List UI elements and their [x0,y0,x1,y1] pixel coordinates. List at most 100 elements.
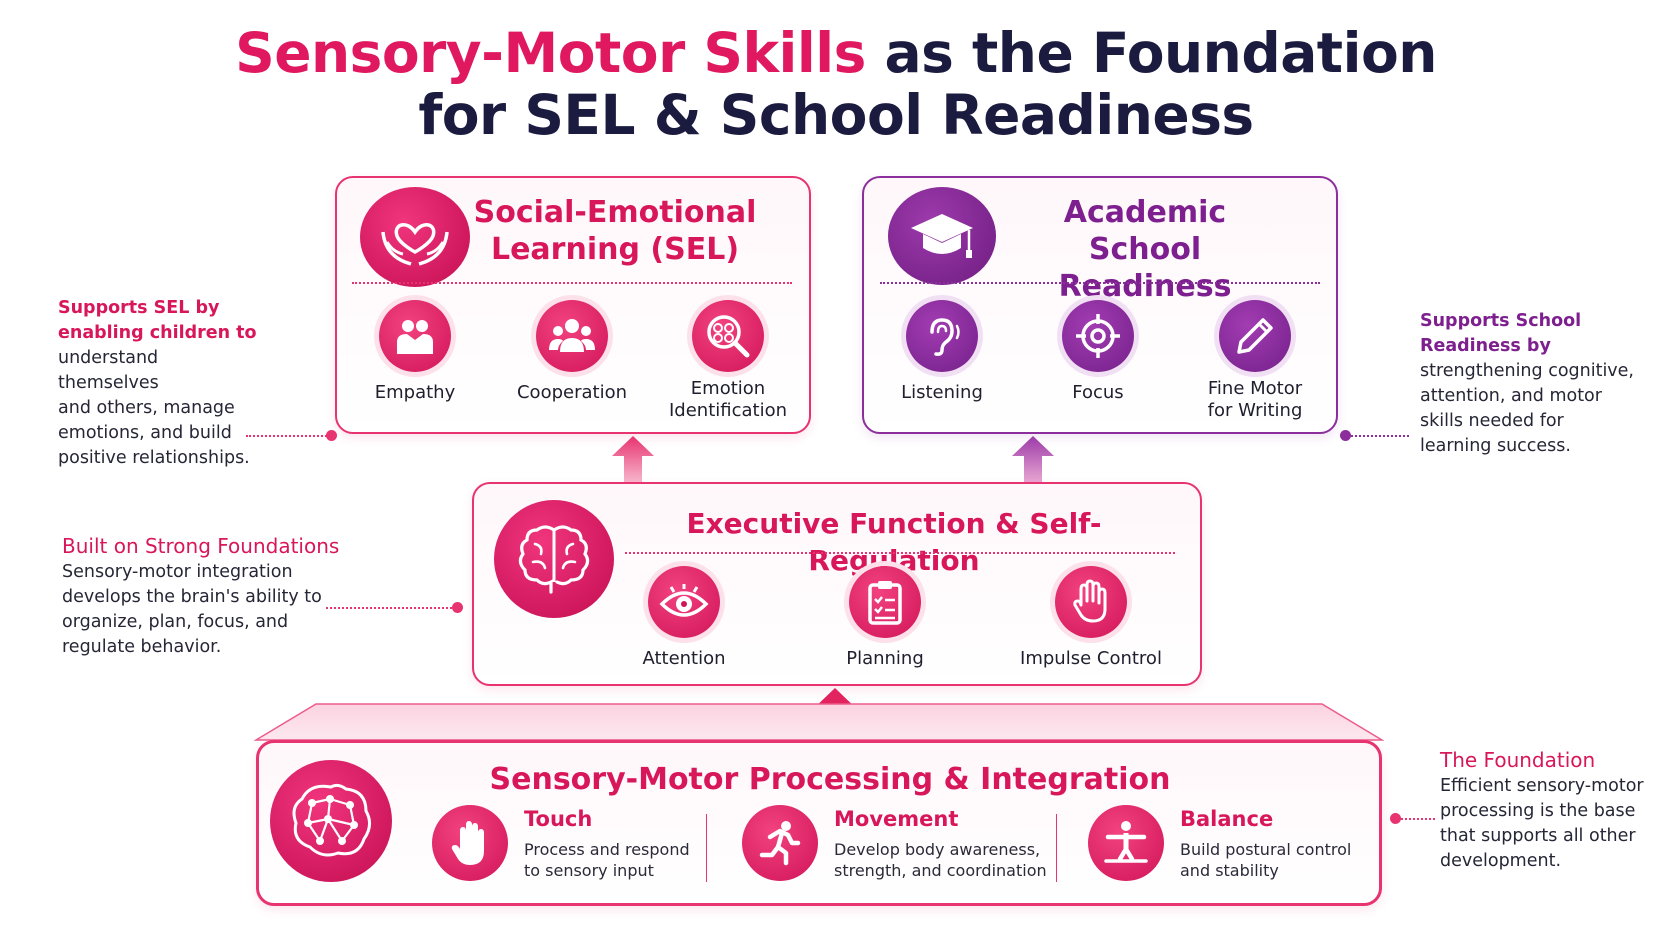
title-rest: as the Foundation [865,21,1437,85]
note-line: strengthening cognitive, [1420,361,1634,381]
note-executive: Built on Strong Foundations Sensory-moto… [62,532,342,660]
skill-empathy: Empathy [335,300,495,404]
stop-hand-icon [1055,566,1127,638]
skill-label: Empathy [374,382,456,403]
note-executive-connector-dot [452,602,463,613]
skill-label: Listening [901,382,983,403]
foundation-item-title: Touch [524,807,593,831]
hand-icon [432,805,508,881]
skill-attention: Attention [604,566,764,670]
foundation-item-desc: Build postural control and stability [1180,839,1351,881]
skill-label: Planning [846,648,924,669]
note-heading: The Foundation [1440,748,1596,772]
foundation-item-desc: Develop body awareness, strength, and co… [834,839,1047,881]
academic-title-line1: Academic [1063,195,1227,230]
note-line: understand themselves [58,348,159,393]
skill-cooperation: Cooperation [492,300,652,404]
note-heading-line1: Supports School [1420,311,1582,331]
note-line: Efficient sensory-motor [1440,776,1644,796]
foundation-top-face [254,703,1384,741]
neural-network-brain-icon [270,760,392,882]
running-person-icon [742,805,818,881]
group-icon [536,300,608,372]
desc-line1: Process and respond [524,840,690,859]
note-line: positive relationships. [58,448,250,468]
executive-divider [625,552,1175,554]
arrow-up-to-sel [612,436,654,482]
desc-line1: Develop body awareness, [834,840,1041,859]
skill-fine-motor: Fine Motor for Writing [1175,300,1335,422]
sel-title-line1: Social-Emotional [473,195,757,230]
note-line: Sensory-motor integration [62,562,293,582]
note-academic-connector-dot [1340,430,1351,441]
page-title: Sensory-Motor Skills as the Foundation f… [0,22,1672,146]
heart-hands-icon [360,187,470,287]
skill-label: Emotion Identification [648,378,808,422]
skill-emotion-identification: Emotion Identification [648,300,808,422]
note-line: organize, plan, focus, and [62,612,289,632]
academic-card-title: Academic School Readiness [1000,194,1290,305]
note-foundation-connector-dot [1390,813,1401,824]
skill-label-line2: Identification [668,400,788,421]
skill-listening: Listening [862,300,1022,404]
academic-title-line2: School Readiness [1058,232,1232,304]
note-line: attention, and motor [1420,386,1602,406]
foundation-separator [1056,814,1057,882]
note-line: that supports all other [1440,826,1636,846]
brain-icon [494,500,614,618]
eye-icon [648,566,720,638]
note-line: and others, manage [58,398,235,418]
sel-title-line2: Learning (SEL) [490,232,740,267]
people-hug-icon [379,300,451,372]
desc-line1: Build postural control [1180,840,1352,859]
note-heading-line2: enabling children to [58,323,257,343]
note-heading-line2: Readiness by [1420,336,1551,356]
note-line: development. [1440,851,1562,871]
skill-focus: Focus [1018,300,1178,404]
note-heading: Built on Strong Foundations [62,534,340,558]
note-line: develops the brain's ability to [62,587,322,607]
arrow-up-to-academic [1012,436,1054,482]
note-executive-connector [326,607,456,609]
ear-icon [906,300,978,372]
foundation-item-title: Movement [834,807,959,831]
foundation-item-movement: Movement Develop body awareness, strengt… [742,805,1047,885]
title-line2: for SEL & School Readiness [418,83,1254,147]
note-academic: Supports School Readiness by strengtheni… [1420,309,1635,459]
note-line: regulate behavior. [62,637,222,657]
desc-line2: and stability [1180,861,1279,880]
note-foundation: The Foundation Efficient sensory-motor p… [1440,746,1655,874]
foundation-card [256,740,1382,906]
note-sel-connector [246,435,330,437]
skill-impulse-control: Impulse Control [1011,566,1171,670]
graduation-cap-icon [888,187,996,285]
skill-label: Impulse Control [1020,648,1162,669]
skill-label-line2: for Writing [1207,400,1303,421]
skill-label-line1: Fine Motor [1207,378,1303,399]
sel-card-title: Social-Emotional Learning (SEL) [470,194,760,268]
title-accent: Sensory-Motor Skills [235,21,866,85]
foundation-card-title: Sensory-Motor Processing & Integration [489,762,1171,797]
note-heading-line1: Supports SEL by [58,298,220,318]
skill-label: Fine Motor for Writing [1175,378,1335,422]
faces-magnifier-icon [692,300,764,372]
note-line: emotions, and build [58,423,232,443]
foundation-separator [706,814,707,882]
skill-label: Focus [1072,382,1124,403]
foundation-item-touch: Touch Process and respond to sensory inp… [432,805,712,885]
note-line: learning success. [1420,436,1571,456]
sel-divider [352,282,792,284]
note-line: skills needed for [1420,411,1564,431]
skill-label-line1: Emotion [690,378,766,399]
target-icon [1062,300,1134,372]
balance-person-icon [1088,805,1164,881]
note-foundation-connector [1401,818,1435,820]
pencil-icon [1219,300,1291,372]
skill-planning: Planning [805,566,965,670]
academic-divider [880,282,1320,284]
foundation-item-title: Balance [1180,807,1274,831]
note-line: processing is the base [1440,801,1636,821]
note-sel-connector-dot [326,430,337,441]
skill-label: Cooperation [516,382,627,403]
clipboard-checklist-icon [849,566,921,638]
